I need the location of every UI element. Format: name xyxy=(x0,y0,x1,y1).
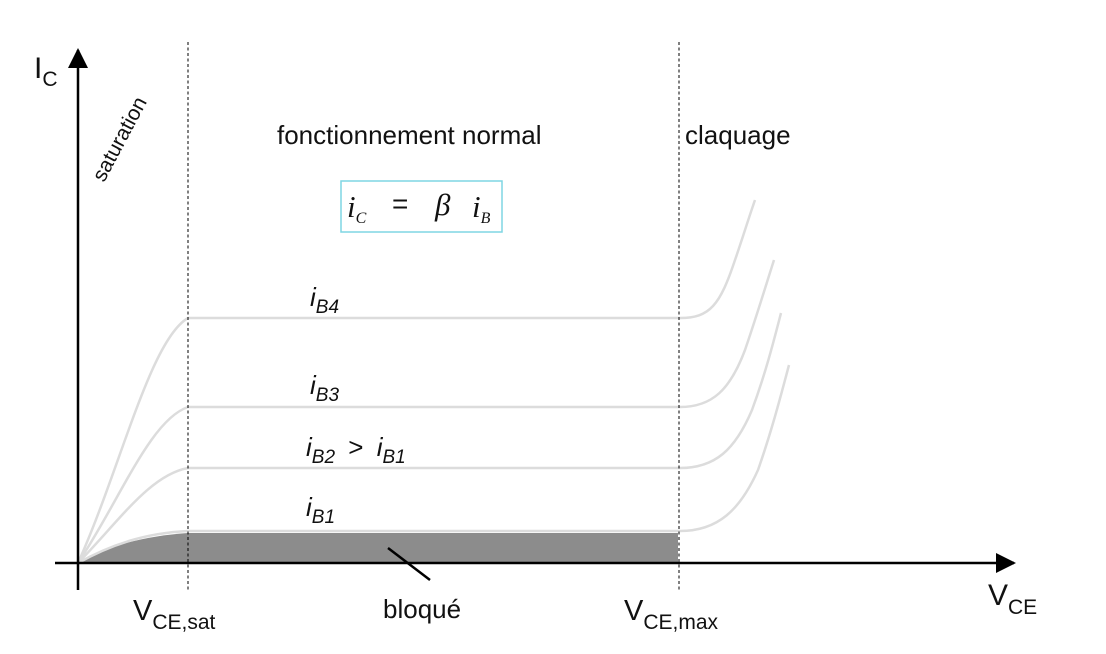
svg-text:β: β xyxy=(434,187,451,222)
curve-label-ib2: iB2 > iB1 xyxy=(306,432,406,469)
vce-sat-label: VCE,sat xyxy=(133,595,216,634)
vce-max-label: VCE,max xyxy=(624,595,719,634)
normal-operation-label: fonctionnement normal xyxy=(277,120,541,150)
characteristic-curves xyxy=(76,199,791,565)
curve-ib3 xyxy=(76,259,776,564)
cutoff-pointer-line xyxy=(387,547,431,581)
gain-equation: iC = β iB xyxy=(340,180,503,233)
svg-text:=: = xyxy=(392,188,408,219)
saturation-label: saturation xyxy=(88,93,152,185)
cutoff-label: bloqué xyxy=(383,594,461,624)
curve-ib2 xyxy=(77,312,783,564)
cutoff-region xyxy=(78,533,678,563)
curve-label-ib4: iB4 xyxy=(310,282,339,318)
breakdown-label: claquage xyxy=(685,120,791,150)
svg-text:iC: iC xyxy=(347,189,367,227)
y-axis-label: IC xyxy=(34,52,58,91)
equation-box xyxy=(340,180,503,233)
curve-ib1 xyxy=(77,364,791,565)
curve-label-ib3: iB3 xyxy=(310,370,339,406)
svg-text:iB: iB xyxy=(472,189,491,227)
curve-ib4 xyxy=(76,199,757,564)
curve-label-ib1: iB1 xyxy=(306,492,335,528)
x-axis-label: VCE xyxy=(988,579,1037,619)
